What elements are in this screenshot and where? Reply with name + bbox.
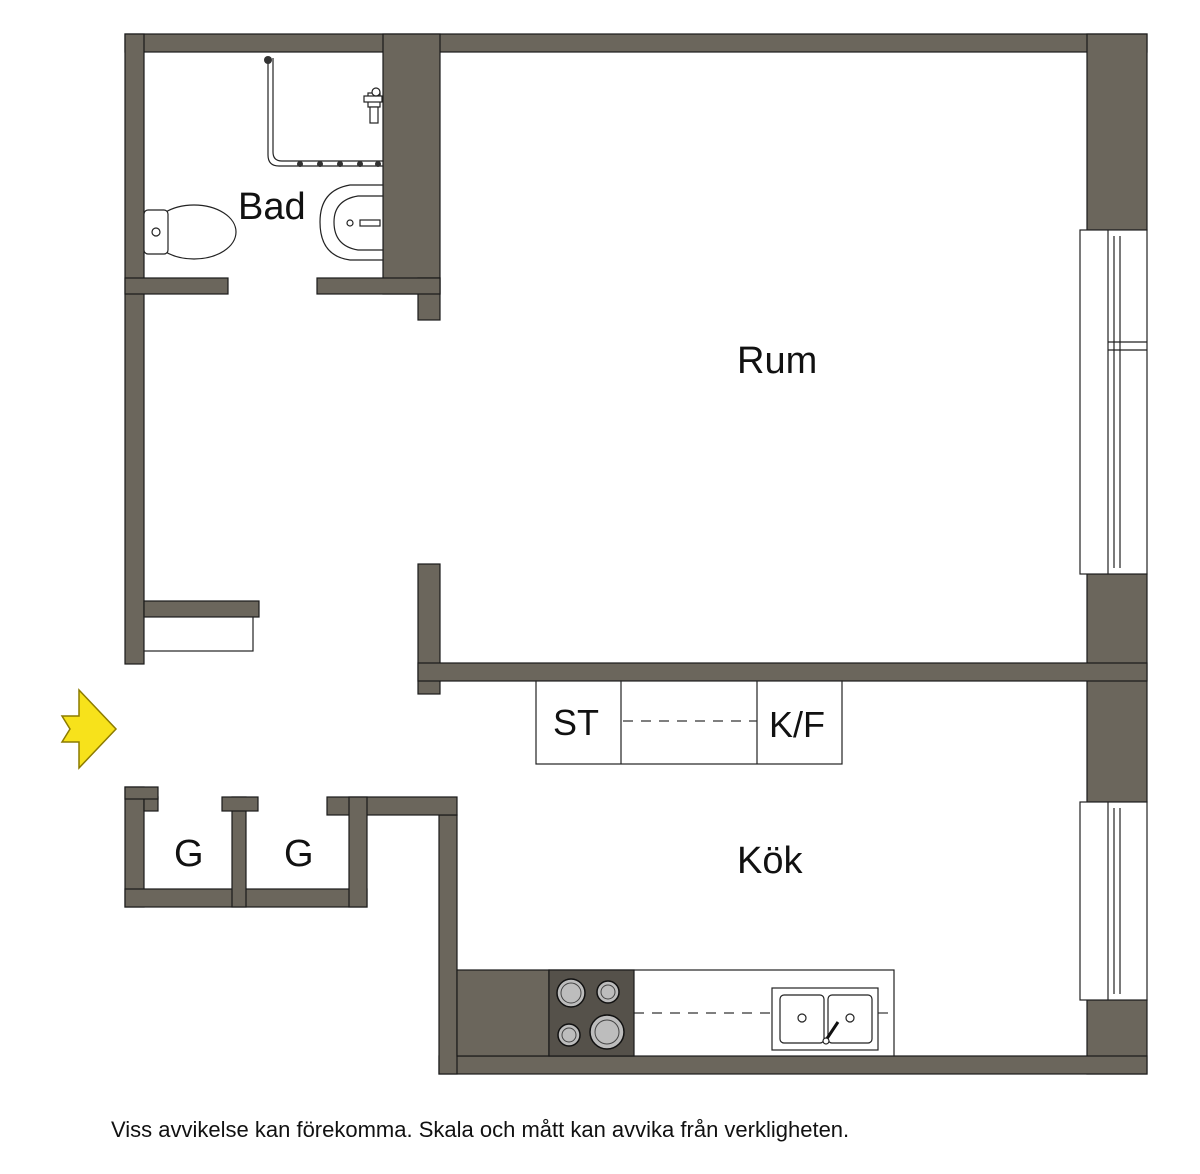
- room-label-kok: Kök: [737, 840, 803, 882]
- closet-label-2: G: [284, 833, 314, 875]
- washbasin-icon: [319, 184, 384, 261]
- sink-icon: [771, 987, 879, 1051]
- kitchen-appliances: [535, 680, 843, 765]
- hall-wardrobe: [143, 616, 254, 652]
- appliance-label-kf: K/F: [769, 704, 825, 745]
- disclaimer-text: Viss avvikelse kan förekomma. Skala och …: [111, 1117, 850, 1142]
- entrance-arrow-icon: [60, 688, 118, 770]
- closet-label-1: G: [174, 833, 204, 875]
- appliance-label-st: ST: [553, 702, 599, 743]
- walls: [124, 33, 1148, 1075]
- room-label-rum: Rum: [737, 340, 817, 382]
- shower-icon: [264, 56, 383, 167]
- stove-icon: [548, 969, 635, 1057]
- toilet-icon: [143, 204, 237, 260]
- windows: [1079, 229, 1148, 1001]
- room-label-bad: Bad: [238, 186, 306, 228]
